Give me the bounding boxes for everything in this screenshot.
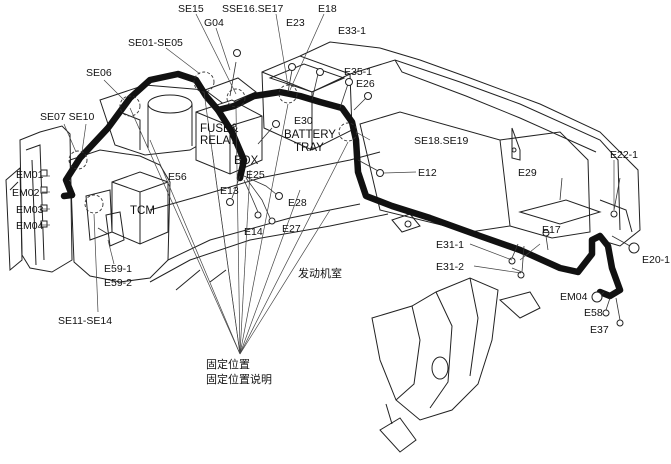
label-e17: E17: [542, 224, 561, 236]
e23-connector: [288, 63, 296, 71]
e35-1-connector: [345, 78, 353, 86]
label-tcm: TCM: [130, 205, 155, 217]
e13-connector: [226, 198, 234, 206]
label-e25: E25: [246, 169, 265, 181]
label-tray: TRAY: [294, 142, 324, 154]
e12-connector: [376, 169, 384, 177]
label-battery: BATTERY: [284, 129, 336, 141]
fix-point-se15: [226, 88, 246, 108]
label-em03: EM03: [16, 204, 44, 216]
e31-2-connector: [517, 271, 525, 279]
label-se07-se10: SE07 SE10: [40, 111, 94, 123]
label-em01: EM01: [16, 169, 44, 181]
label-e31-2: E31-2: [436, 261, 464, 273]
firewall-cowl: [299, 41, 641, 247]
e30-connector: [272, 120, 280, 128]
label-e26: E26: [356, 78, 375, 90]
fix-point-se06: [119, 95, 141, 117]
label-e22-1: E22-1: [610, 149, 638, 161]
label-em02: EM02: [12, 187, 40, 199]
label-e14: E14: [244, 226, 263, 238]
em02-connector: [40, 186, 48, 194]
label-e56: E56: [168, 171, 187, 183]
label-em04-right: EM04: [560, 291, 588, 303]
label-sse16-se17: SSE16.SE17: [222, 3, 283, 15]
e14-connector: [254, 211, 262, 219]
fix-point-se18: [338, 122, 358, 142]
label-e31-1: E31-1: [436, 239, 464, 251]
label-e59-2: E59-2: [104, 277, 132, 289]
label-fixing-position: 固定位置: [206, 357, 250, 371]
e27-connector: [268, 217, 276, 225]
label-fixing-position-note: 固定位置说明: [206, 372, 272, 386]
label-relay: RELAY: [200, 135, 237, 147]
right-suspension-tower: [371, 277, 541, 453]
label-g04: G04: [204, 17, 224, 29]
em04-right-connector: [591, 291, 603, 303]
label-fuse: FUSE&: [200, 123, 239, 135]
main-wiring-harness: [62, 70, 624, 300]
label-e35-1: E35-1: [344, 66, 372, 78]
em03-connector: [40, 204, 48, 212]
label-se18-se19: SE18.SE19: [414, 135, 468, 147]
label-se06: SE06: [86, 67, 112, 79]
label-se01-se05: SE01-SE05: [128, 37, 183, 49]
e26-connector: [364, 92, 372, 100]
em04-connector: [40, 220, 48, 228]
label-e23: E23: [286, 17, 305, 29]
label-em04: EM04: [16, 220, 44, 232]
e33-1-connector: [316, 68, 324, 76]
label-e30: E30: [294, 115, 313, 127]
harness-branch-em: [60, 191, 76, 200]
e58-connector: [602, 309, 610, 317]
label-engine-room: 发动机室: [298, 266, 342, 280]
label-e58: E58: [584, 307, 603, 319]
e37-connector: [616, 319, 624, 327]
e20-1-connector: [628, 242, 640, 254]
connector-stubs: [97, 49, 640, 327]
e22-1-connector: [610, 210, 618, 218]
label-e20-1: E20-1: [642, 254, 670, 266]
label-e13: E13: [220, 185, 239, 197]
fix-point-se11: [84, 194, 104, 214]
harness-branch-relay: [214, 106, 248, 182]
label-e59-1: E59-1: [104, 263, 132, 275]
g04-connector: [233, 49, 241, 57]
e28-connector: [275, 192, 283, 200]
tcm-housing: [69, 149, 171, 283]
label-box: BOX: [234, 155, 259, 167]
leader-lines: [42, 13, 615, 355]
label-se11-se14: SE11-SE14: [58, 315, 112, 327]
label-e18: E18: [318, 3, 337, 15]
diagram-labels: SE15 SSE16.SE17 E18 G04 E23 E33-1 SE01-S…: [12, 3, 670, 386]
label-e29: E29: [518, 167, 537, 179]
label-e37: E37: [590, 324, 609, 336]
label-e33-1: E33-1: [338, 25, 366, 37]
left-front-panel: [5, 125, 73, 273]
fix-point-se07: [68, 150, 88, 170]
label-se15: SE15: [178, 3, 204, 15]
label-e12: E12: [418, 167, 437, 179]
e17-connector: [542, 229, 550, 237]
label-e27: E27: [282, 223, 301, 235]
label-e28: E28: [288, 197, 307, 209]
